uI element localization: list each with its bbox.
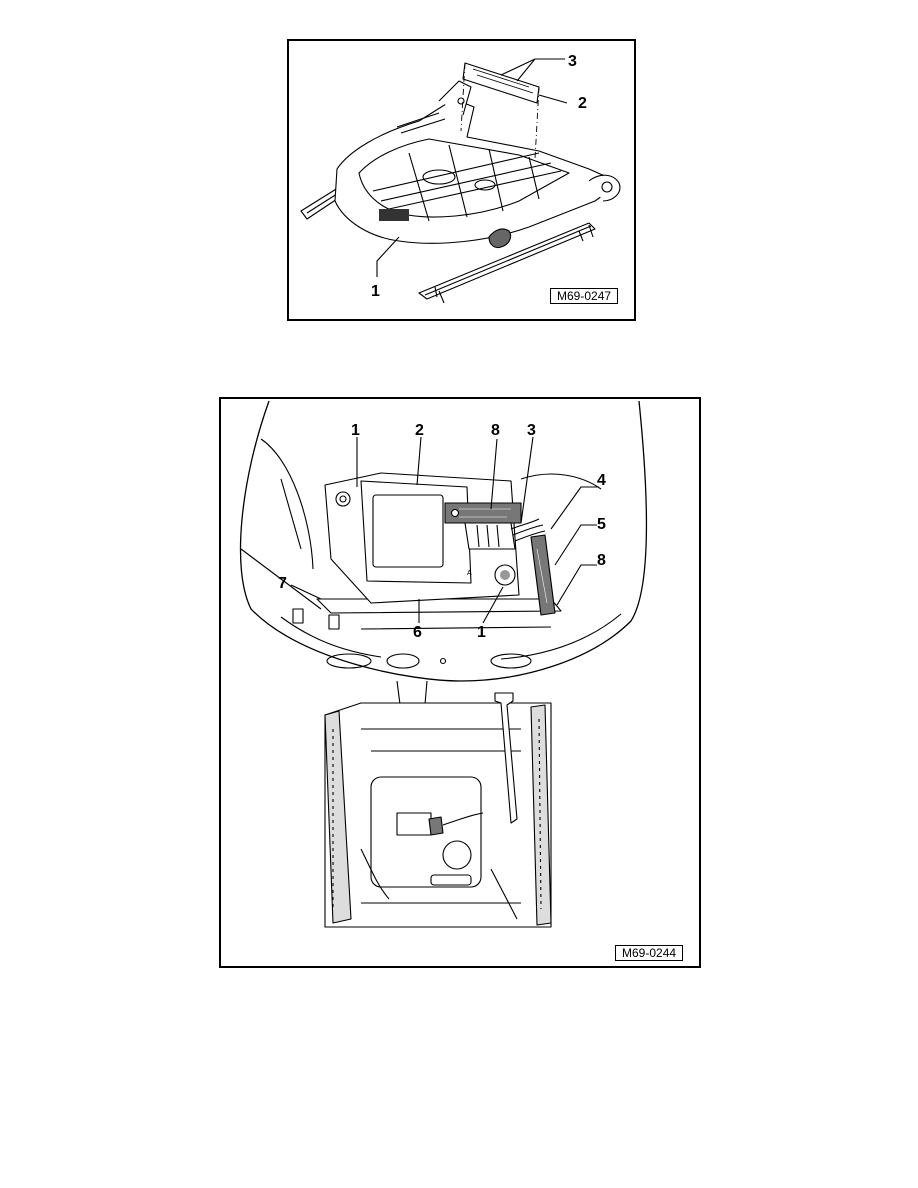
callout-8-top: 8 <box>491 422 500 439</box>
callout-8-right: 8 <box>597 552 606 569</box>
callout-6: 6 <box>413 624 422 641</box>
callout-1-bottom: 1 <box>477 624 486 641</box>
control-unit-drawing: A <box>239 400 648 928</box>
callout-4: 4 <box>597 472 606 489</box>
callout-5: 5 <box>597 516 606 533</box>
control-unit-figure: A <box>219 397 701 968</box>
figure-reference-tag: M69-0247 <box>550 288 619 304</box>
svg-text:A: A <box>467 570 472 577</box>
figure-reference-tag: M69-0244 <box>615 945 684 961</box>
callout-2: 2 <box>578 95 587 112</box>
callout-3: 3 <box>568 53 577 70</box>
callout-1: 1 <box>371 283 380 300</box>
callout-3: 3 <box>527 422 536 439</box>
callout-2: 2 <box>415 422 424 439</box>
callout-1-top: 1 <box>351 422 360 439</box>
seat-frame-drawing <box>300 58 621 304</box>
callout-7: 7 <box>278 575 287 592</box>
seat-frame-figure: 3 2 1 M69-0247 <box>287 39 636 321</box>
